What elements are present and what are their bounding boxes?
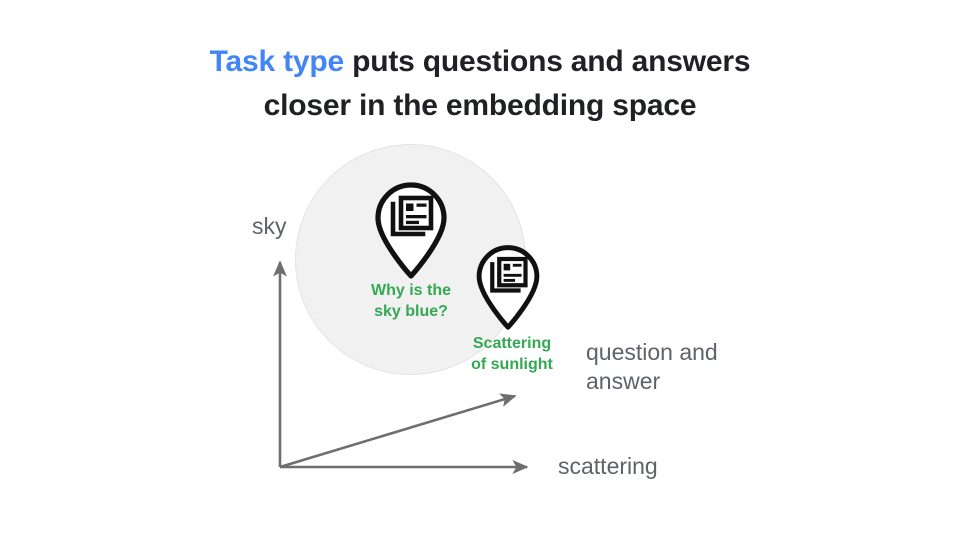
question-point-label: Why is the sky blue? [370,282,451,320]
article-pin-icon [375,182,447,279]
page-title: Task type puts questions and answers clo… [130,40,830,128]
y-axis-label: sky [252,213,287,239]
diagonal-axis-line [279,393,517,469]
title-rest-line1: puts questions and answers [344,45,751,78]
answer-point-pin[interactable] [473,243,543,331]
article-pin-icon [476,245,540,330]
answer-point-label: Scattering of sunlight [471,335,553,373]
title-line2: closer in the embedding space [263,88,697,122]
diagonal-axis-label: question and answer [586,339,718,394]
title-accent-text: Task type [209,45,345,78]
x-axis-label: scattering [558,453,658,479]
question-point-pin[interactable] [371,180,451,280]
